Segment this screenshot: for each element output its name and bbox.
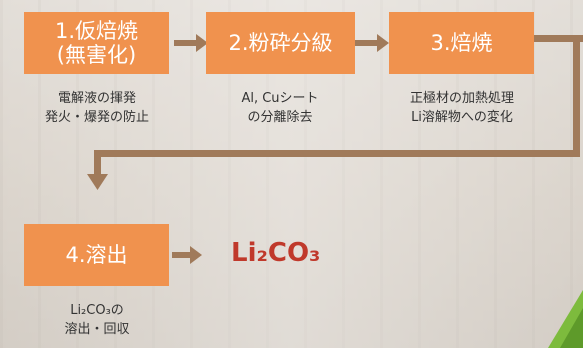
step-1-subtitle: (無害化): [56, 43, 137, 67]
corner-accent-inner: [560, 308, 583, 348]
arrow-step4-to-result: [172, 246, 202, 264]
arrow-step3-to-step4: [87, 35, 583, 190]
step-1-title: 1.仮焙焼: [54, 19, 139, 43]
step-2-box: 2.粉砕分級: [206, 12, 355, 74]
step-2-title: 2.粉砕分級: [228, 31, 333, 55]
step-1-caption: 電解液の揮発 発火・爆発の防止: [44, 91, 149, 125]
step-3-title: 3.焙焼: [430, 31, 493, 55]
result-product-label: Li₂CO₃: [231, 238, 321, 268]
step-3-box: 3.焙焼: [389, 12, 534, 74]
step-4-title: 4.溶出: [65, 243, 128, 267]
step-2-caption: Al, Cuシート の分離除去: [241, 91, 319, 125]
step-4-caption: Li₂CO₃の 溶出・回収: [64, 303, 130, 337]
step-3-caption: 正極材の加熱処理 Li溶解物への変化: [409, 91, 514, 125]
arrow-step2-to-step3: [355, 34, 389, 52]
arrow-step1-to-step2: [174, 34, 208, 52]
step-4-box: 4.溶出: [24, 224, 169, 286]
step-1-box: 1.仮焙焼 (無害化): [24, 12, 169, 74]
